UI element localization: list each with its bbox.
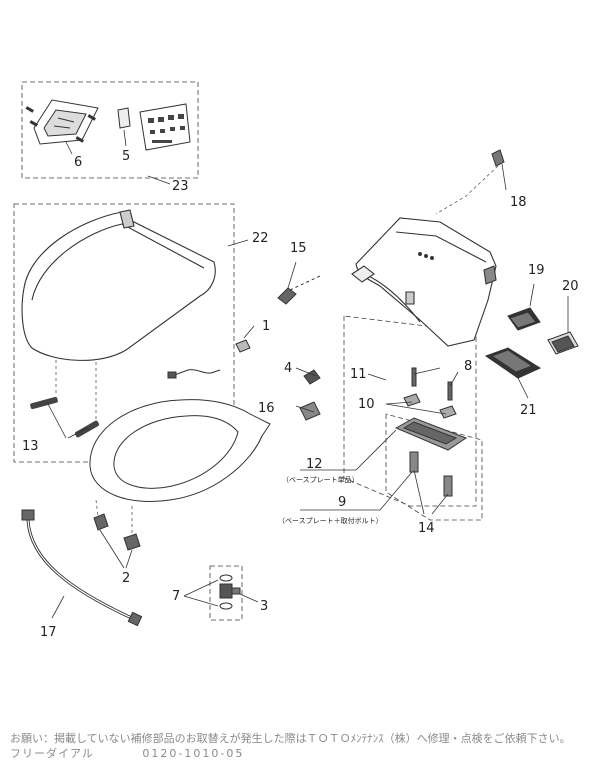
part-label: 16	[258, 401, 275, 416]
connector-guide	[435, 165, 499, 215]
part-label: 3	[260, 599, 268, 614]
group-box-9	[385, 413, 483, 521]
remote-control	[139, 103, 191, 151]
air-grille	[484, 347, 542, 379]
part-label: 19	[528, 263, 545, 278]
remote-holder-plate	[33, 99, 99, 145]
toilet-lid	[21, 209, 216, 361]
footer-free-dial: フリーダイアル 0120-1010-05	[10, 745, 244, 761]
base-plate	[394, 417, 468, 451]
filter-cover	[547, 331, 579, 355]
water-supply-hose	[21, 509, 143, 627]
hinge-guides	[95, 499, 133, 534]
part-label: 5	[122, 149, 130, 164]
part-label: 18	[510, 195, 527, 210]
main-unit-body	[351, 217, 497, 347]
anchor-bolts	[409, 451, 453, 497]
screw-icon-group	[25, 106, 96, 143]
part-label: 10	[358, 397, 375, 412]
part-label: 1	[262, 319, 270, 334]
part-label: 21	[520, 403, 537, 418]
toilet-seat	[89, 399, 271, 502]
part-label: 9	[338, 495, 346, 510]
deodorizer-filter	[507, 307, 541, 331]
free-dial-label: フリーダイアル	[10, 747, 94, 760]
free-dial-number: 0120-1010-05	[142, 747, 245, 760]
part-label: 12	[306, 457, 323, 472]
seat-cushions	[30, 396, 100, 438]
part-note: （ベースプレート単品）	[282, 475, 359, 484]
seat-harness	[167, 369, 221, 379]
group-box-7	[209, 565, 243, 621]
part-label: 13	[22, 439, 39, 454]
clip-part	[303, 369, 321, 385]
part-label: 23	[172, 179, 189, 194]
part-label: 14	[418, 521, 435, 536]
mounting-bolts	[411, 367, 453, 401]
small-gasket	[235, 339, 251, 353]
part-label: 22	[252, 231, 269, 246]
spacer-plates	[403, 393, 457, 419]
leader-lines	[47, 129, 569, 619]
part-label: 4	[284, 361, 292, 376]
part-label: 17	[40, 625, 57, 640]
group-box-23	[21, 81, 199, 179]
part-label: 8	[464, 359, 472, 374]
hinge-caps	[93, 513, 141, 551]
part-label: 7	[172, 589, 180, 604]
footer-notice: お願い：掲載していない補修部品のお取替えが発生した際はＴＯＴＯﾒﾝﾃﾅﾝｽ（株）…	[10, 732, 571, 745]
remote-pad	[117, 107, 131, 129]
group-box-11	[343, 315, 477, 507]
part-label: 2	[122, 571, 130, 586]
part-label: 15	[290, 241, 307, 256]
part-label: 20	[562, 279, 579, 294]
top-connector	[491, 149, 505, 167]
part-label: 11	[350, 367, 367, 382]
part-number-labels: 1 2 3 4 5 6 7 8 9 （ベースプレート＋取付ボルト） 10 11 …	[22, 149, 579, 640]
valve-assembly	[219, 574, 241, 610]
nozzle-fitting	[277, 275, 321, 305]
part-label: 6	[74, 155, 82, 170]
part-note: （ベースプレート＋取付ボルト）	[278, 516, 383, 525]
lid-guides	[55, 360, 97, 420]
